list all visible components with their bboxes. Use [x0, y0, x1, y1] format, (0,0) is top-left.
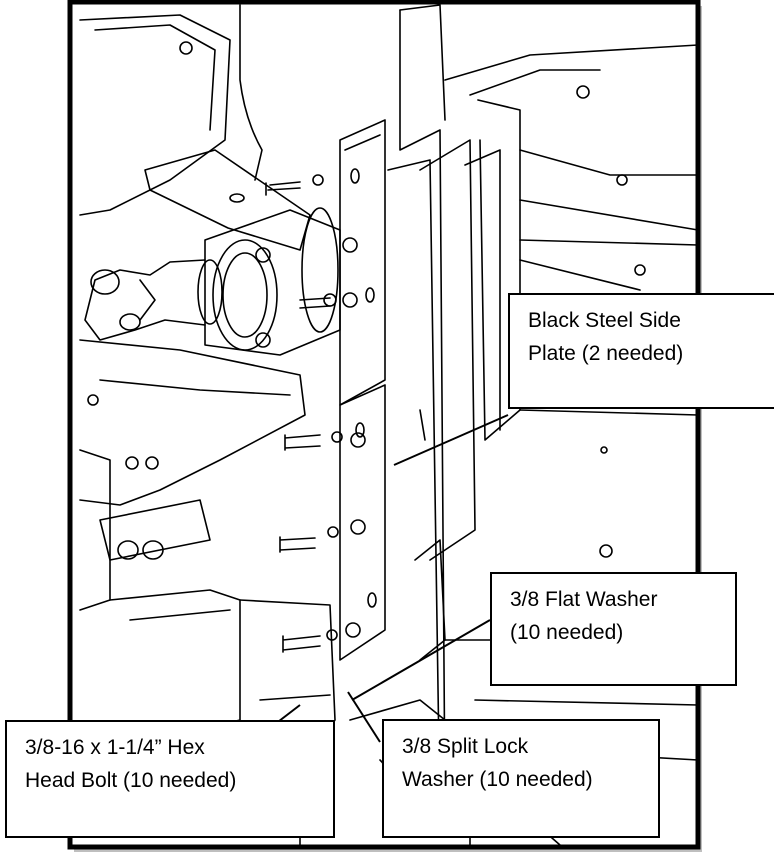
- flat-washer-label-line2: (10 needed): [510, 621, 624, 644]
- hex-bolt-label-line1: 3/8-16 x 1-1/4” Hex: [25, 736, 205, 759]
- flat-washer-label-line1: 3/8 Flat Washer: [510, 588, 658, 611]
- callout-flat-washer: 3/8 Flat Washer (10 needed): [490, 572, 737, 686]
- drawing-frame: [67, 0, 701, 850]
- lock-washer-label-line1: 3/8 Split Lock: [402, 735, 529, 758]
- flat-washer-leader: [351, 619, 491, 701]
- side-plate-label-line1: Black Steel Side: [528, 309, 681, 332]
- side-plate-leader: [393, 414, 509, 466]
- lock-washer-leader: [347, 691, 381, 743]
- lock-washer-label-line2: Washer (10 needed): [402, 768, 593, 791]
- hex-bolt-label-line2: Head Bolt (10 needed): [25, 769, 237, 792]
- side-plate-label-line2: Plate (2 needed): [528, 342, 684, 365]
- callout-hex-bolt: 3/8-16 x 1-1/4” Hex Head Bolt (10 needed…: [5, 720, 335, 838]
- callout-lock-washer: 3/8 Split Lock Washer (10 needed): [382, 719, 660, 838]
- callout-side-plate: Black Steel Side Plate (2 needed): [508, 293, 774, 409]
